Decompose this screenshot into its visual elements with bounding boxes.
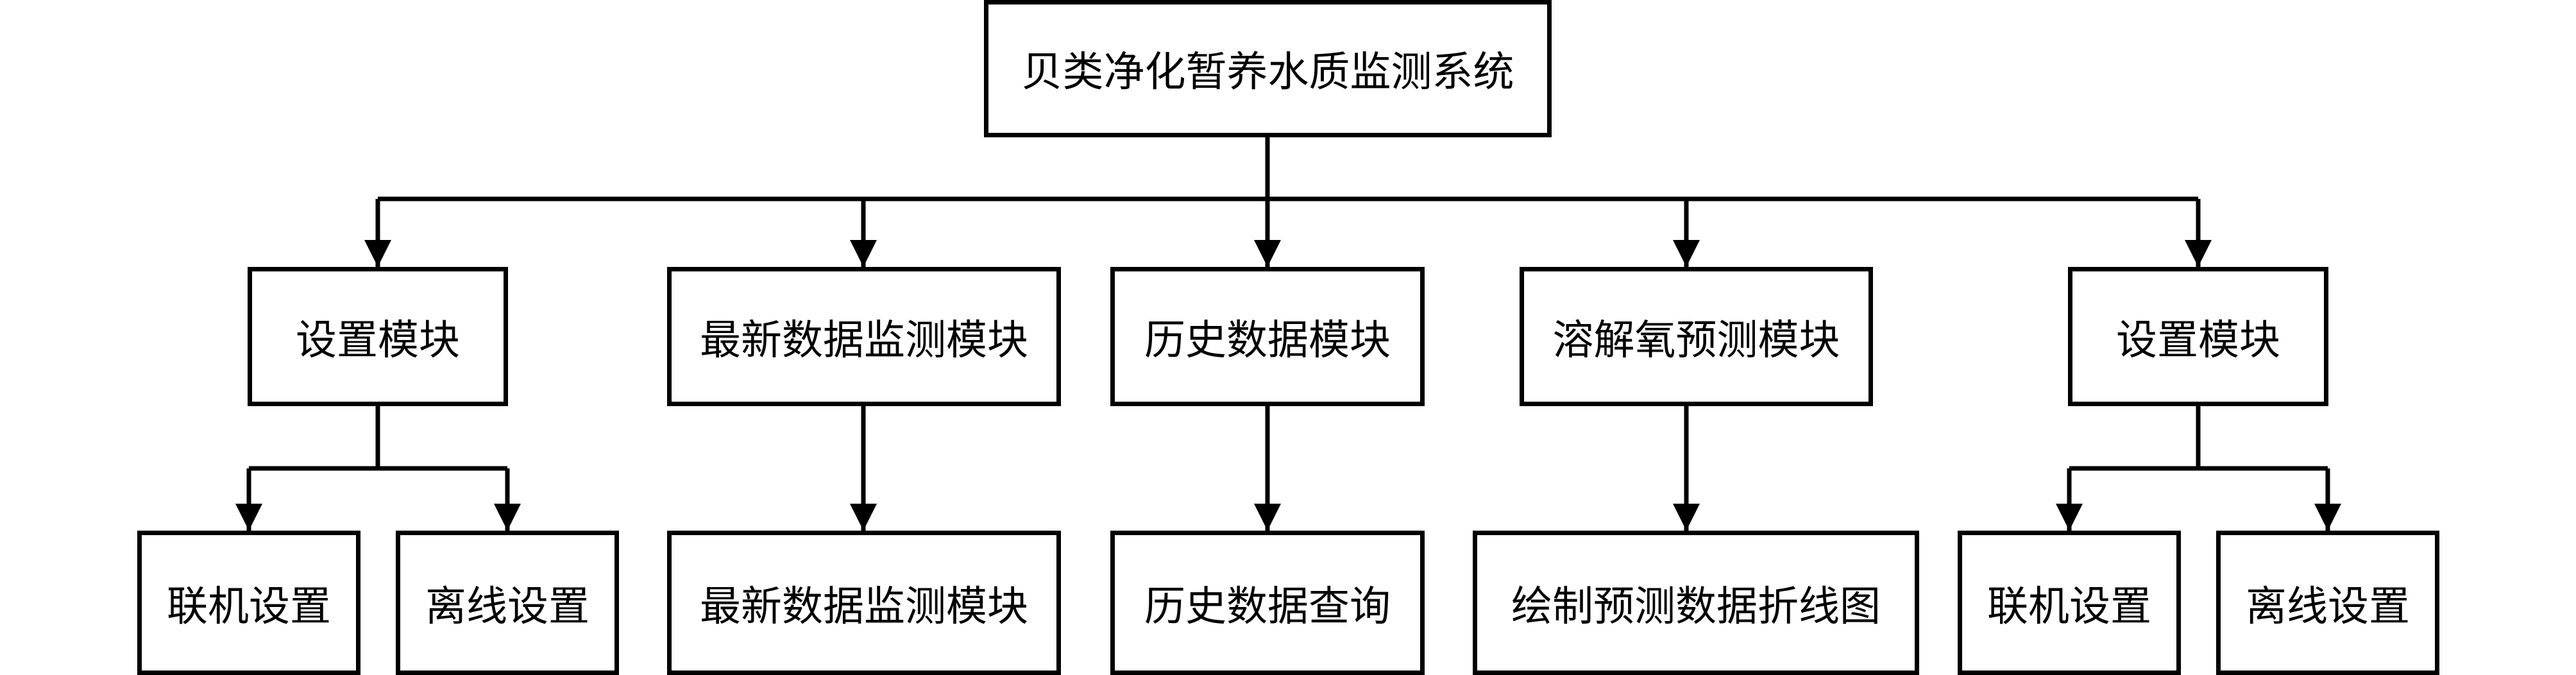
module-node-label: 设置模块 xyxy=(2116,316,2280,364)
leaf-node-online-settings: 联机设置 xyxy=(137,531,360,675)
module-node-history-data: 历史数据模块 xyxy=(1110,267,1425,406)
leaf-node-label: 绘制预测数据折线图 xyxy=(1511,583,1881,631)
module-node-label: 最新数据监测模块 xyxy=(700,316,1028,364)
leaf-node-label: 历史数据查询 xyxy=(1144,583,1391,631)
leaf-node-latest-data-monitoring: 最新数据监测模块 xyxy=(667,531,1061,675)
leaf-node-label: 离线设置 xyxy=(2246,583,2410,631)
leaf-node-label: 离线设置 xyxy=(425,583,589,631)
module-node-label: 历史数据模块 xyxy=(1144,316,1391,364)
module-node-settings-2: 设置模块 xyxy=(2068,267,2328,406)
leaf-node-offline-settings-2: 离线设置 xyxy=(2216,531,2439,675)
leaf-node-draw-prediction-line-chart: 绘制预测数据折线图 xyxy=(1473,531,1919,675)
leaf-node-label: 最新数据监测模块 xyxy=(700,583,1028,631)
module-node-label: 设置模块 xyxy=(296,316,460,364)
leaf-node-label: 联机设置 xyxy=(167,583,331,631)
module-node-label: 溶解氧预测模块 xyxy=(1552,316,1840,364)
root-node: 贝类净化暂养水质监测系统 xyxy=(984,0,1552,137)
module-node-settings: 设置模块 xyxy=(248,267,508,406)
root-node-label: 贝类净化暂养水质监测系统 xyxy=(1021,49,1514,96)
module-node-latest-data-monitoring: 最新数据监测模块 xyxy=(667,267,1061,406)
leaf-node-online-settings-2: 联机设置 xyxy=(1958,531,2181,675)
leaf-node-history-data-query: 历史数据查询 xyxy=(1110,531,1425,675)
module-node-dissolved-oxygen-prediction: 溶解氧预测模块 xyxy=(1520,267,1873,406)
leaf-node-label: 联机设置 xyxy=(1987,583,2151,631)
leaf-node-offline-settings: 离线设置 xyxy=(396,531,619,675)
